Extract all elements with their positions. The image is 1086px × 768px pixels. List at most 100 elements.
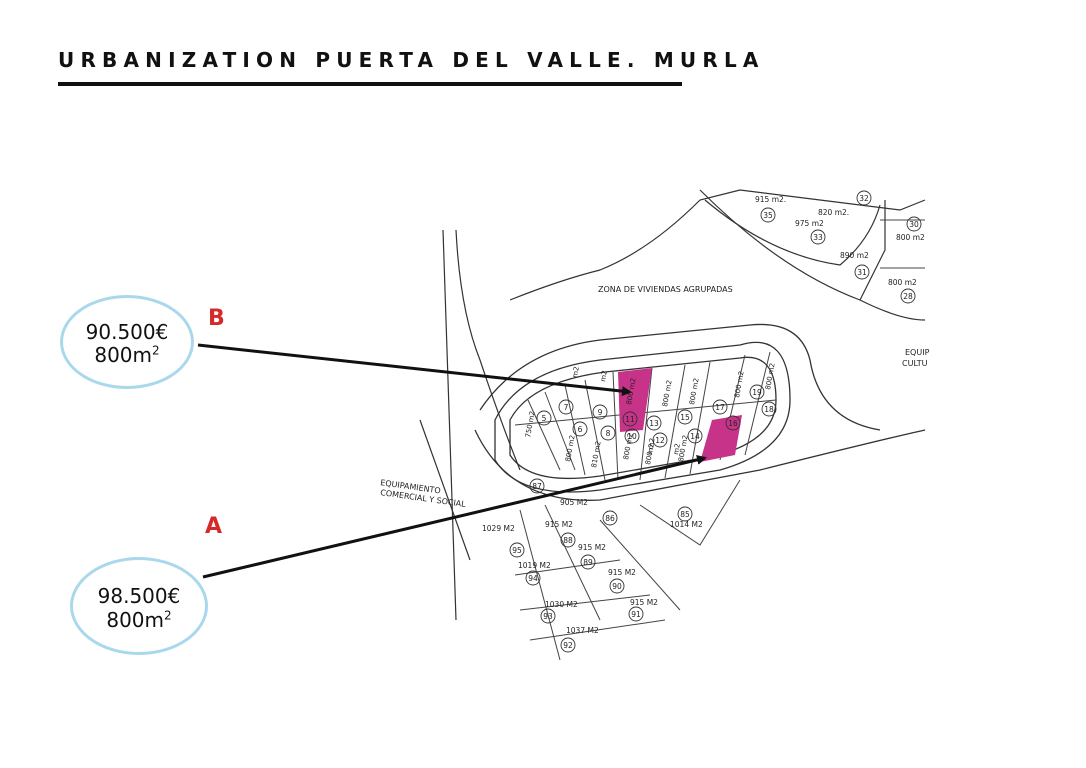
plot-area-label: 800 m2 xyxy=(896,233,925,242)
plot-number: 95 xyxy=(512,546,522,555)
plot-number-circle xyxy=(900,288,916,304)
ring-plot-number: 19 xyxy=(752,388,762,397)
ring-plot-size: 800 m2 xyxy=(622,433,635,461)
ring-plot-size: m2 xyxy=(599,370,609,382)
plot-area-label: 1019 M2 xyxy=(518,561,551,570)
plot-area-label: 1037 M2 xyxy=(566,626,599,635)
ring-plot-number: 10 xyxy=(627,432,637,441)
ring-plot-circle xyxy=(652,432,668,448)
arrow-b xyxy=(197,343,632,397)
plot-area-label: 1030 M2 xyxy=(545,600,578,609)
plot-area-label: 915 M2 xyxy=(630,598,658,607)
plot-number: 93 xyxy=(543,612,553,621)
ring-plot-number: 13 xyxy=(649,419,659,428)
ring-plot-circle xyxy=(529,478,545,494)
ring-plot-size: 750 m2 xyxy=(524,411,537,439)
ring-plot-number: 14 xyxy=(690,432,700,441)
title-underline xyxy=(58,82,682,86)
plot-number: 30 xyxy=(909,220,919,229)
ring-plot-circle xyxy=(600,425,616,441)
ring-plot-number: 11 xyxy=(625,415,635,424)
plot-area-label: 905 M2 xyxy=(560,498,588,507)
plot-number-circle xyxy=(810,229,826,245)
zone-label: ZONA DE VIVIENDAS AGRUPADAS xyxy=(598,285,733,294)
ring-plot-number: 12 xyxy=(655,436,665,445)
ring-plot-number: 9 xyxy=(598,408,603,417)
ring-plot-circle xyxy=(687,428,703,444)
ring-plot-size: 800 m2 xyxy=(564,435,577,463)
plot-number-circle xyxy=(856,190,872,206)
ring-plot-size: 800 m2 xyxy=(661,380,674,408)
plot-number: 31 xyxy=(857,268,867,277)
ring-plot-number: 7 xyxy=(564,403,569,412)
plot-number-circle xyxy=(854,264,870,280)
plot-number-circle xyxy=(580,554,596,570)
plot-number: 89 xyxy=(583,558,593,567)
plot-b-highlight xyxy=(618,368,652,432)
listing-a-bubble: 98.500€ 800m2 xyxy=(70,557,208,655)
ring-plot-size: m2 xyxy=(646,443,656,455)
ring-plot-number: 5 xyxy=(542,414,547,423)
ring-plot-number: 15 xyxy=(680,413,690,422)
ring-plot-circle xyxy=(749,384,765,400)
plot-number: 92 xyxy=(563,641,573,650)
plot-number: 94 xyxy=(528,574,538,583)
plot-number-circle xyxy=(560,637,576,653)
plot-a-highlight xyxy=(700,415,742,462)
plot-number-circle xyxy=(525,570,541,586)
plot-number-circle xyxy=(628,606,644,622)
listing-b-bubble: 90.500€ 800m2 xyxy=(60,295,194,389)
ring-plot-size: m2 xyxy=(571,366,581,378)
plot-number-circle xyxy=(540,608,556,624)
ring-plot-circle xyxy=(646,415,662,431)
plot-number-circle xyxy=(760,207,776,223)
ring-plot-number: 17 xyxy=(715,403,725,412)
ring-plot-number: 18 xyxy=(764,405,774,414)
plot-area-label: 915 M2 xyxy=(578,543,606,552)
plot-number: 32 xyxy=(859,194,869,203)
plot-number: 35 xyxy=(763,211,773,220)
plot-area-label: 1029 M2 xyxy=(482,524,515,533)
ring-plot-circle xyxy=(558,399,574,415)
ring-plot-size: 810 m2 xyxy=(590,441,603,469)
plot-number: 28 xyxy=(903,292,913,301)
plot-area-label: 820 m2. xyxy=(818,208,849,217)
plan-boundaries xyxy=(419,189,926,621)
plot-area-label: 1014 M2 xyxy=(670,520,703,529)
ring-plot-size: m2 xyxy=(672,443,682,455)
plot-number-circle xyxy=(906,216,922,232)
ring-plot-size: 800 m2 xyxy=(733,371,746,399)
plot-number-circle xyxy=(509,542,525,558)
ring-plot-circle xyxy=(761,401,777,417)
ring-plot-number: 16 xyxy=(728,419,738,428)
label-b: B xyxy=(208,306,225,331)
ring-plot-circle xyxy=(572,421,588,437)
ring-plot-circle xyxy=(677,409,693,425)
plot-area-label: 890 m2 xyxy=(840,251,869,260)
listing-b-price: 90.500€ xyxy=(85,320,169,344)
plot-number: 90 xyxy=(612,582,622,591)
plot-number-circle xyxy=(560,532,576,548)
ring-plot-circle xyxy=(624,428,640,444)
listing-a-price: 98.500€ xyxy=(97,584,181,608)
plot-number: 33 xyxy=(813,233,823,242)
plot-number-circle xyxy=(677,506,693,522)
plot-area-label: 975 m2 xyxy=(795,219,824,228)
ring-plot-number: 87 xyxy=(532,482,542,491)
page-title: URBANIZATION PUERTA DEL VALLE. MURLA xyxy=(58,48,765,72)
plot-number: 88 xyxy=(563,536,573,545)
listing-a-area: 800m2 xyxy=(106,608,172,632)
main-road-loop xyxy=(474,323,926,501)
plot-number: 91 xyxy=(631,610,641,619)
equip-right-label-2: CULTU xyxy=(902,359,928,368)
plot-area-label: 915 m2. xyxy=(755,195,786,204)
label-a: A xyxy=(205,514,223,539)
listing-b-area: 800m2 xyxy=(94,343,160,367)
plot-area-label: 915 M2 xyxy=(608,568,636,577)
plot-area-label: 915 M2 xyxy=(545,520,573,529)
ring-plot-circle xyxy=(592,404,608,420)
arrow-a xyxy=(202,454,707,579)
ring-plot-circle xyxy=(712,399,728,415)
plot-number-circle xyxy=(602,510,618,526)
